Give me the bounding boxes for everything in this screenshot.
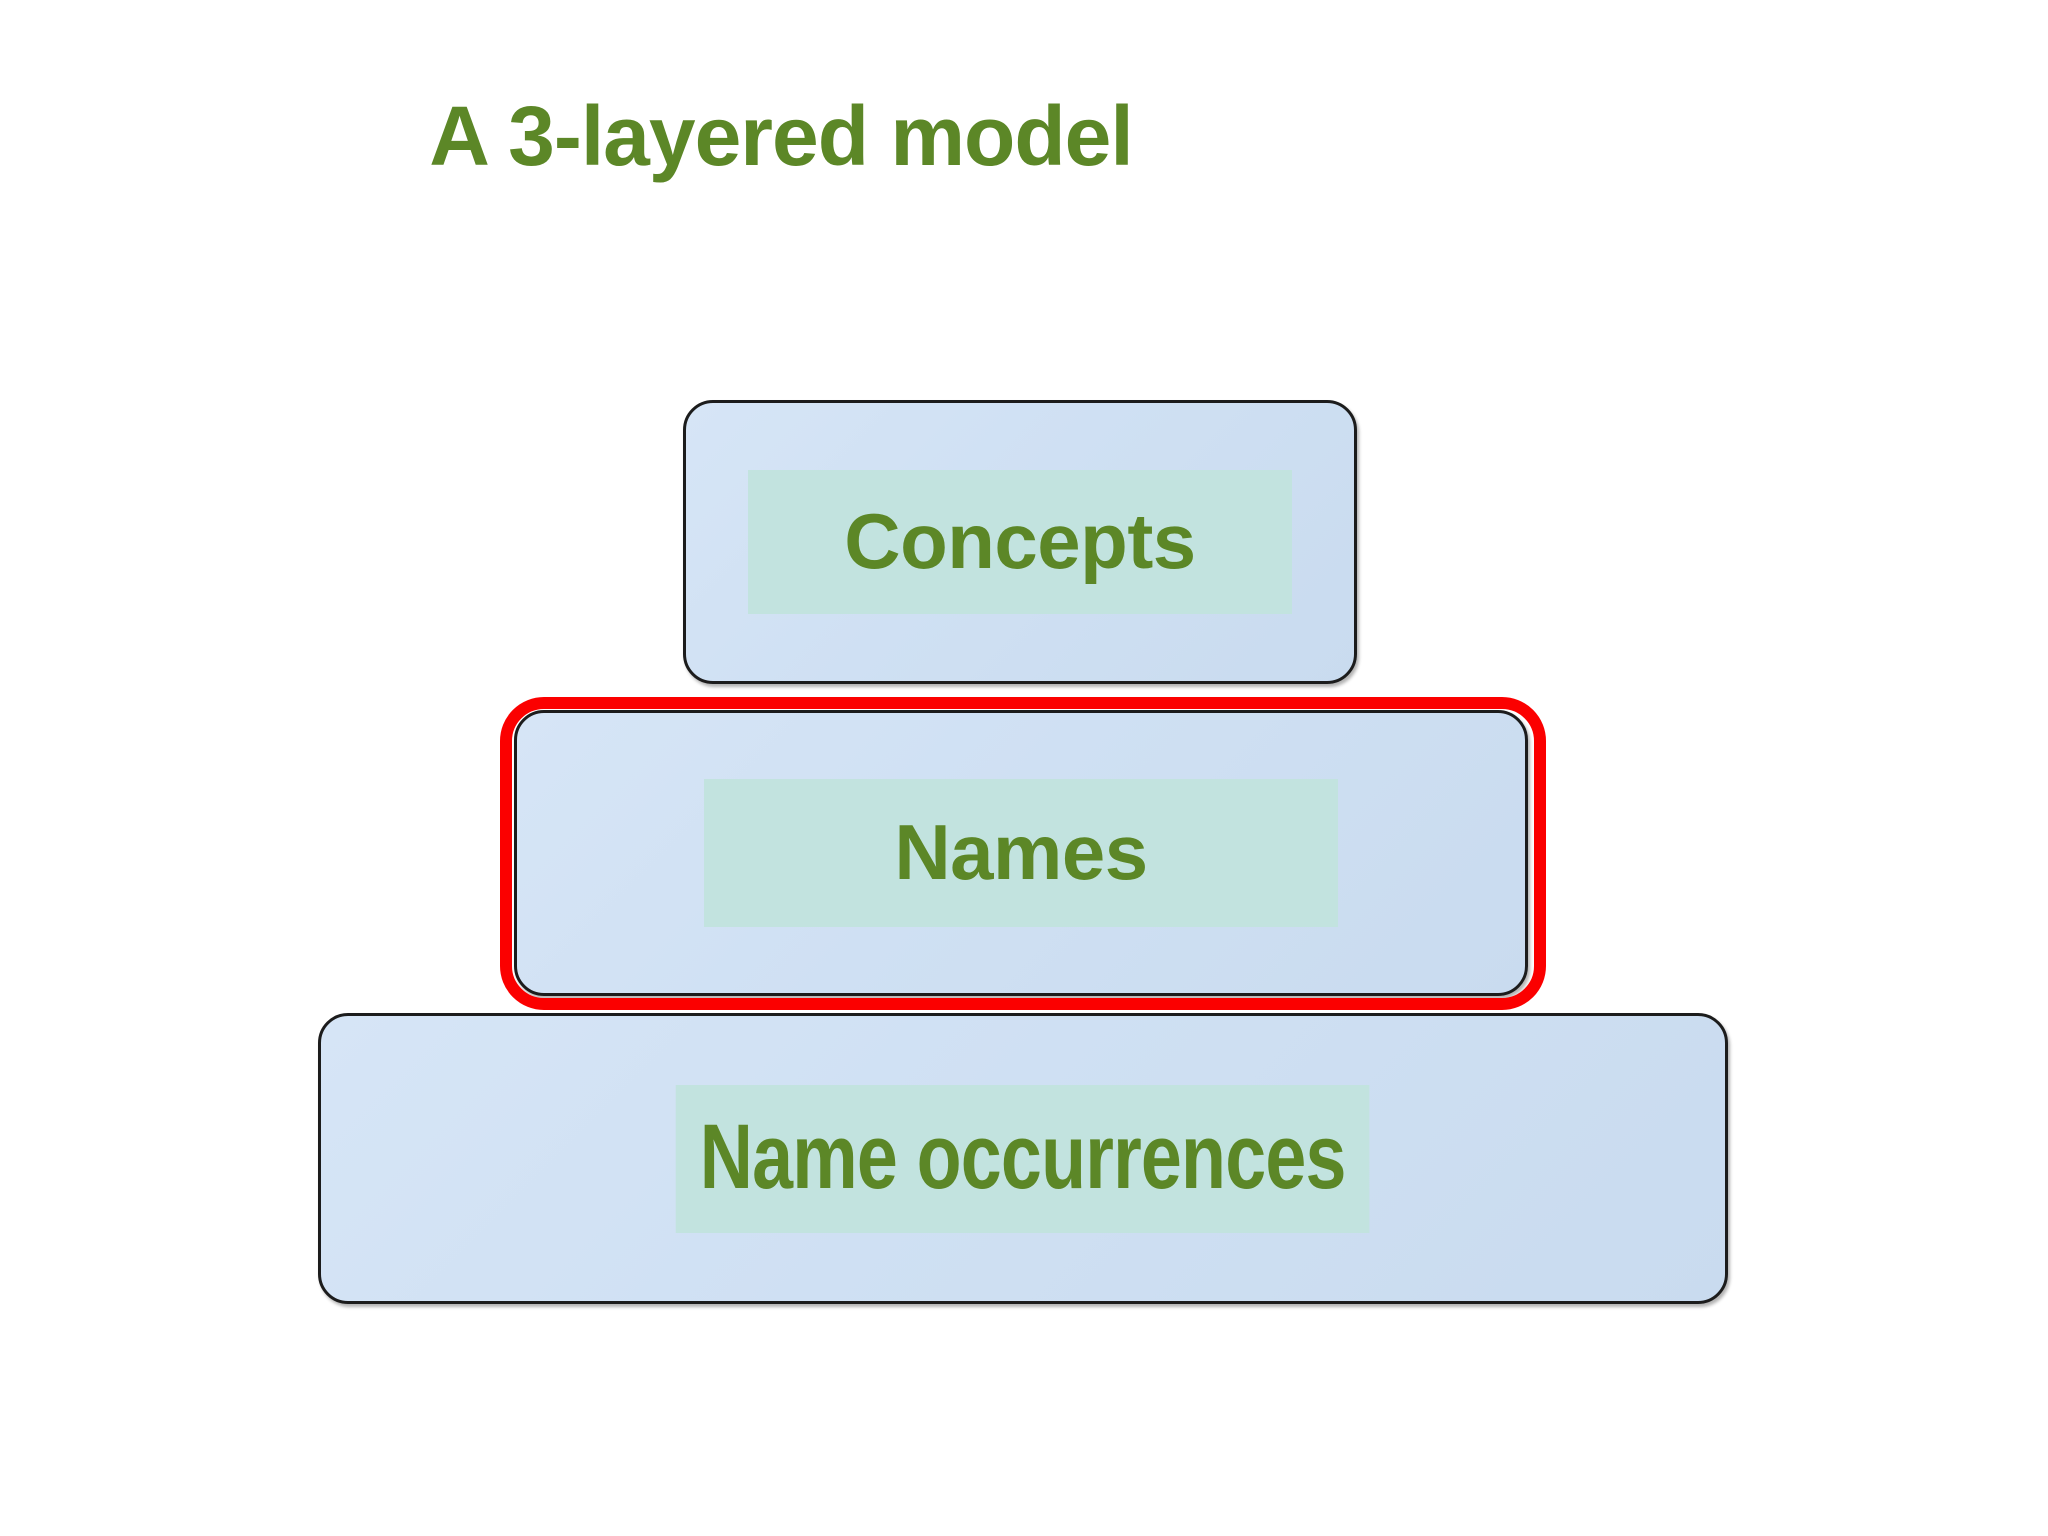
layer-box-names[interactable]: Names xyxy=(514,710,1528,996)
layer-label-concepts: Concepts xyxy=(748,470,1292,614)
layer-box-concepts[interactable]: Concepts xyxy=(683,400,1357,684)
layer-label-names: Names xyxy=(704,779,1338,927)
layer-label-name-occurrences: Name occurrences xyxy=(676,1084,1370,1233)
layer-box-name-occurrences[interactable]: Name occurrences xyxy=(318,1013,1728,1304)
page-title: A 3-layered model xyxy=(429,89,1133,183)
